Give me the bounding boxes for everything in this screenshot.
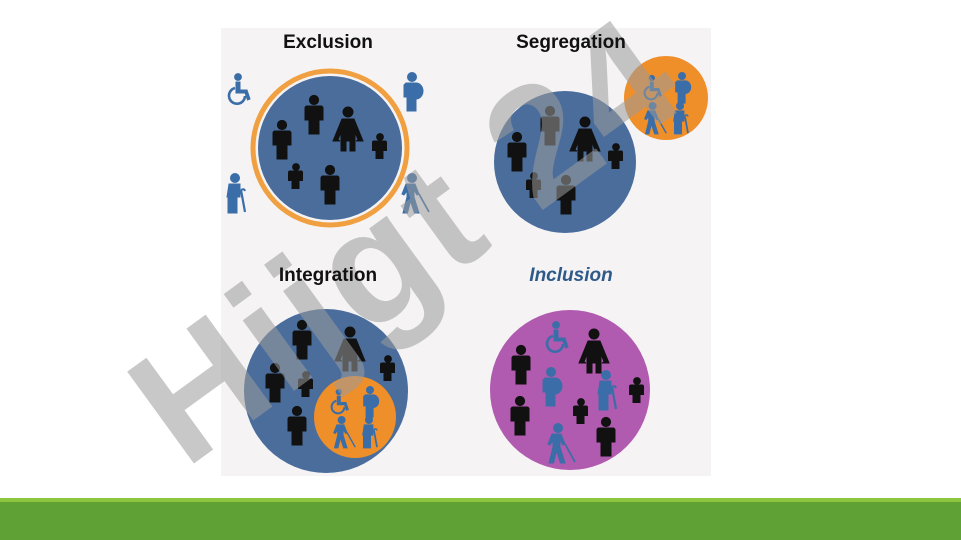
inclusion-circle — [490, 310, 650, 470]
bottom-bar — [0, 502, 961, 540]
pregnant-person-icon — [403, 72, 424, 112]
inclusion-group — [490, 310, 650, 470]
elderly-cane-icon — [225, 172, 247, 215]
exclusion-group — [225, 68, 430, 228]
wheelchair-icon — [227, 72, 252, 106]
bottom-accent-line — [0, 498, 961, 502]
title-segregation: Segregation — [516, 32, 626, 53]
segregation-group — [494, 56, 708, 233]
title-inclusion: Inclusion — [529, 265, 613, 286]
integration-group — [244, 309, 408, 473]
exclusion-ring — [250, 68, 410, 228]
title-integration: Integration — [278, 265, 378, 286]
title-exclusion: Exclusion — [283, 32, 373, 53]
